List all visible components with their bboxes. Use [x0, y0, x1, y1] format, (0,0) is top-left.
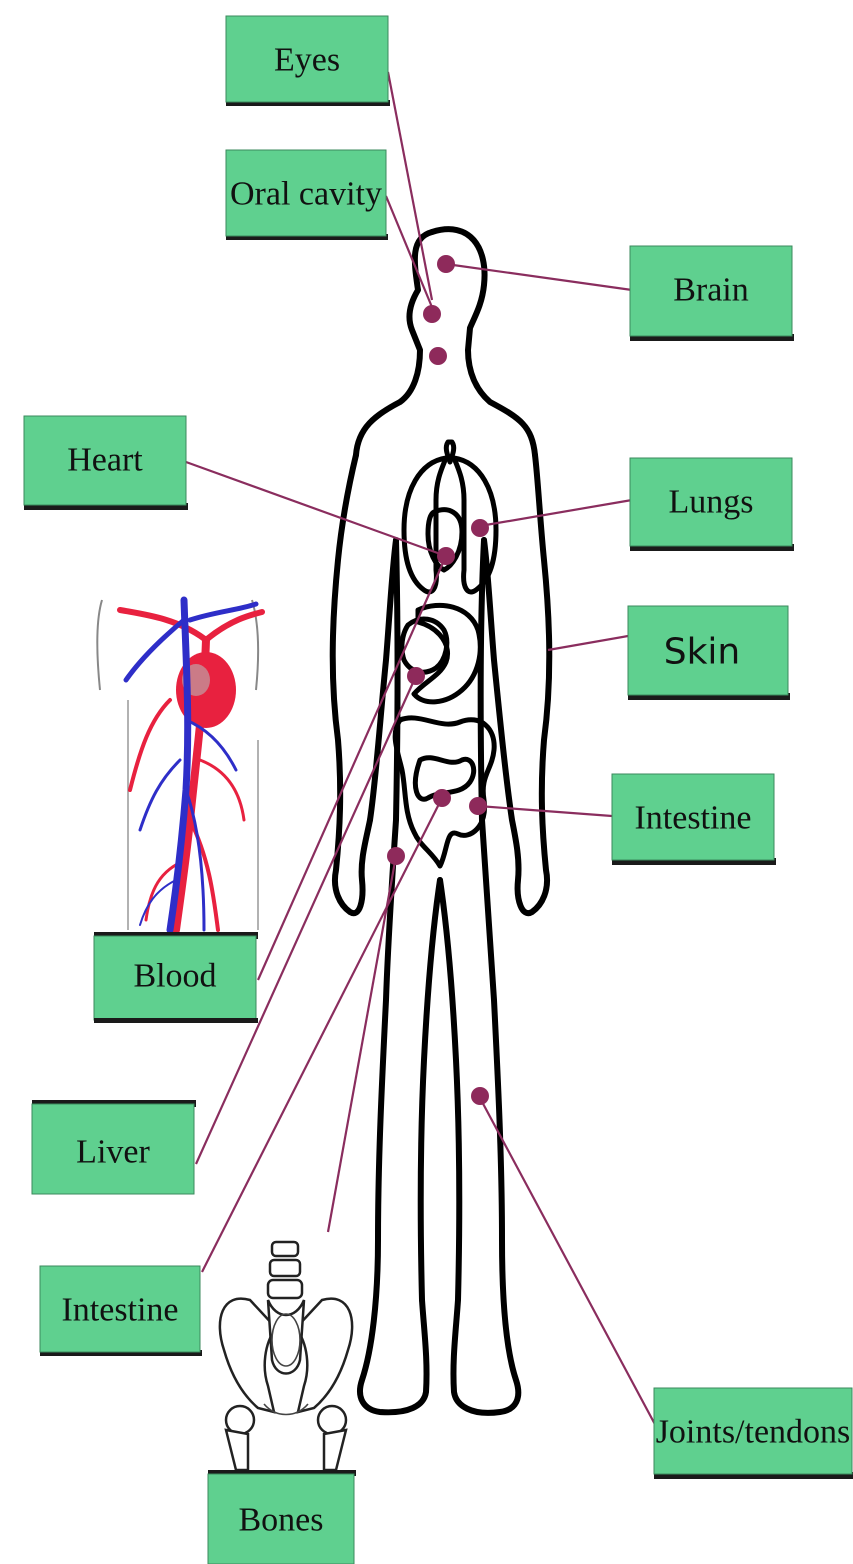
label-oral-cavity-text: Oral cavity — [230, 176, 382, 213]
label-joints-tendons-text: Joints/tendons — [656, 1414, 851, 1451]
label-lungs: Lungs — [630, 458, 794, 551]
label-intestine-right: Intestine — [612, 774, 776, 865]
liver-marker — [407, 667, 425, 685]
label-intestine-left: Intestine — [40, 1266, 202, 1356]
label-eyes-text: Eyes — [274, 42, 340, 79]
label-intestine-right-text: Intestine — [634, 800, 751, 837]
label-blood: Blood — [94, 932, 258, 1023]
label-heart: Heart — [24, 416, 188, 510]
circulatory-system-icon — [97, 600, 262, 930]
brain-marker — [437, 255, 455, 273]
intestine-marker-b — [469, 797, 487, 815]
label-skin-text: Skin — [664, 632, 741, 673]
label-brain: Brain — [630, 246, 794, 341]
pelvis-bone-icon — [220, 1242, 352, 1470]
bones-marker — [387, 847, 405, 865]
label-joints-tendons: Joints/tendons — [654, 1388, 853, 1479]
label-bones: Bones — [208, 1470, 356, 1564]
label-intestine-left-text: Intestine — [61, 1292, 178, 1329]
heart-marker — [437, 547, 455, 565]
lungs-marker — [471, 519, 489, 537]
label-liver-text: Liver — [76, 1134, 150, 1171]
human-body-outline-icon — [333, 229, 550, 1413]
label-skin: Skin — [628, 606, 790, 700]
label-eyes: Eyes — [226, 16, 390, 106]
joints-marker — [471, 1087, 489, 1105]
label-lungs-text: Lungs — [669, 484, 754, 521]
intestine-marker-a — [433, 789, 451, 807]
eyes-marker — [423, 305, 441, 323]
oral-cavity-marker — [429, 347, 447, 365]
label-brain-text: Brain — [673, 272, 749, 309]
label-liver: Liver — [32, 1100, 196, 1194]
label-bones-text: Bones — [239, 1502, 324, 1539]
label-heart-text: Heart — [67, 442, 143, 479]
label-blood-text: Blood — [133, 958, 216, 995]
label-oral-cavity: Oral cavity — [226, 150, 388, 240]
